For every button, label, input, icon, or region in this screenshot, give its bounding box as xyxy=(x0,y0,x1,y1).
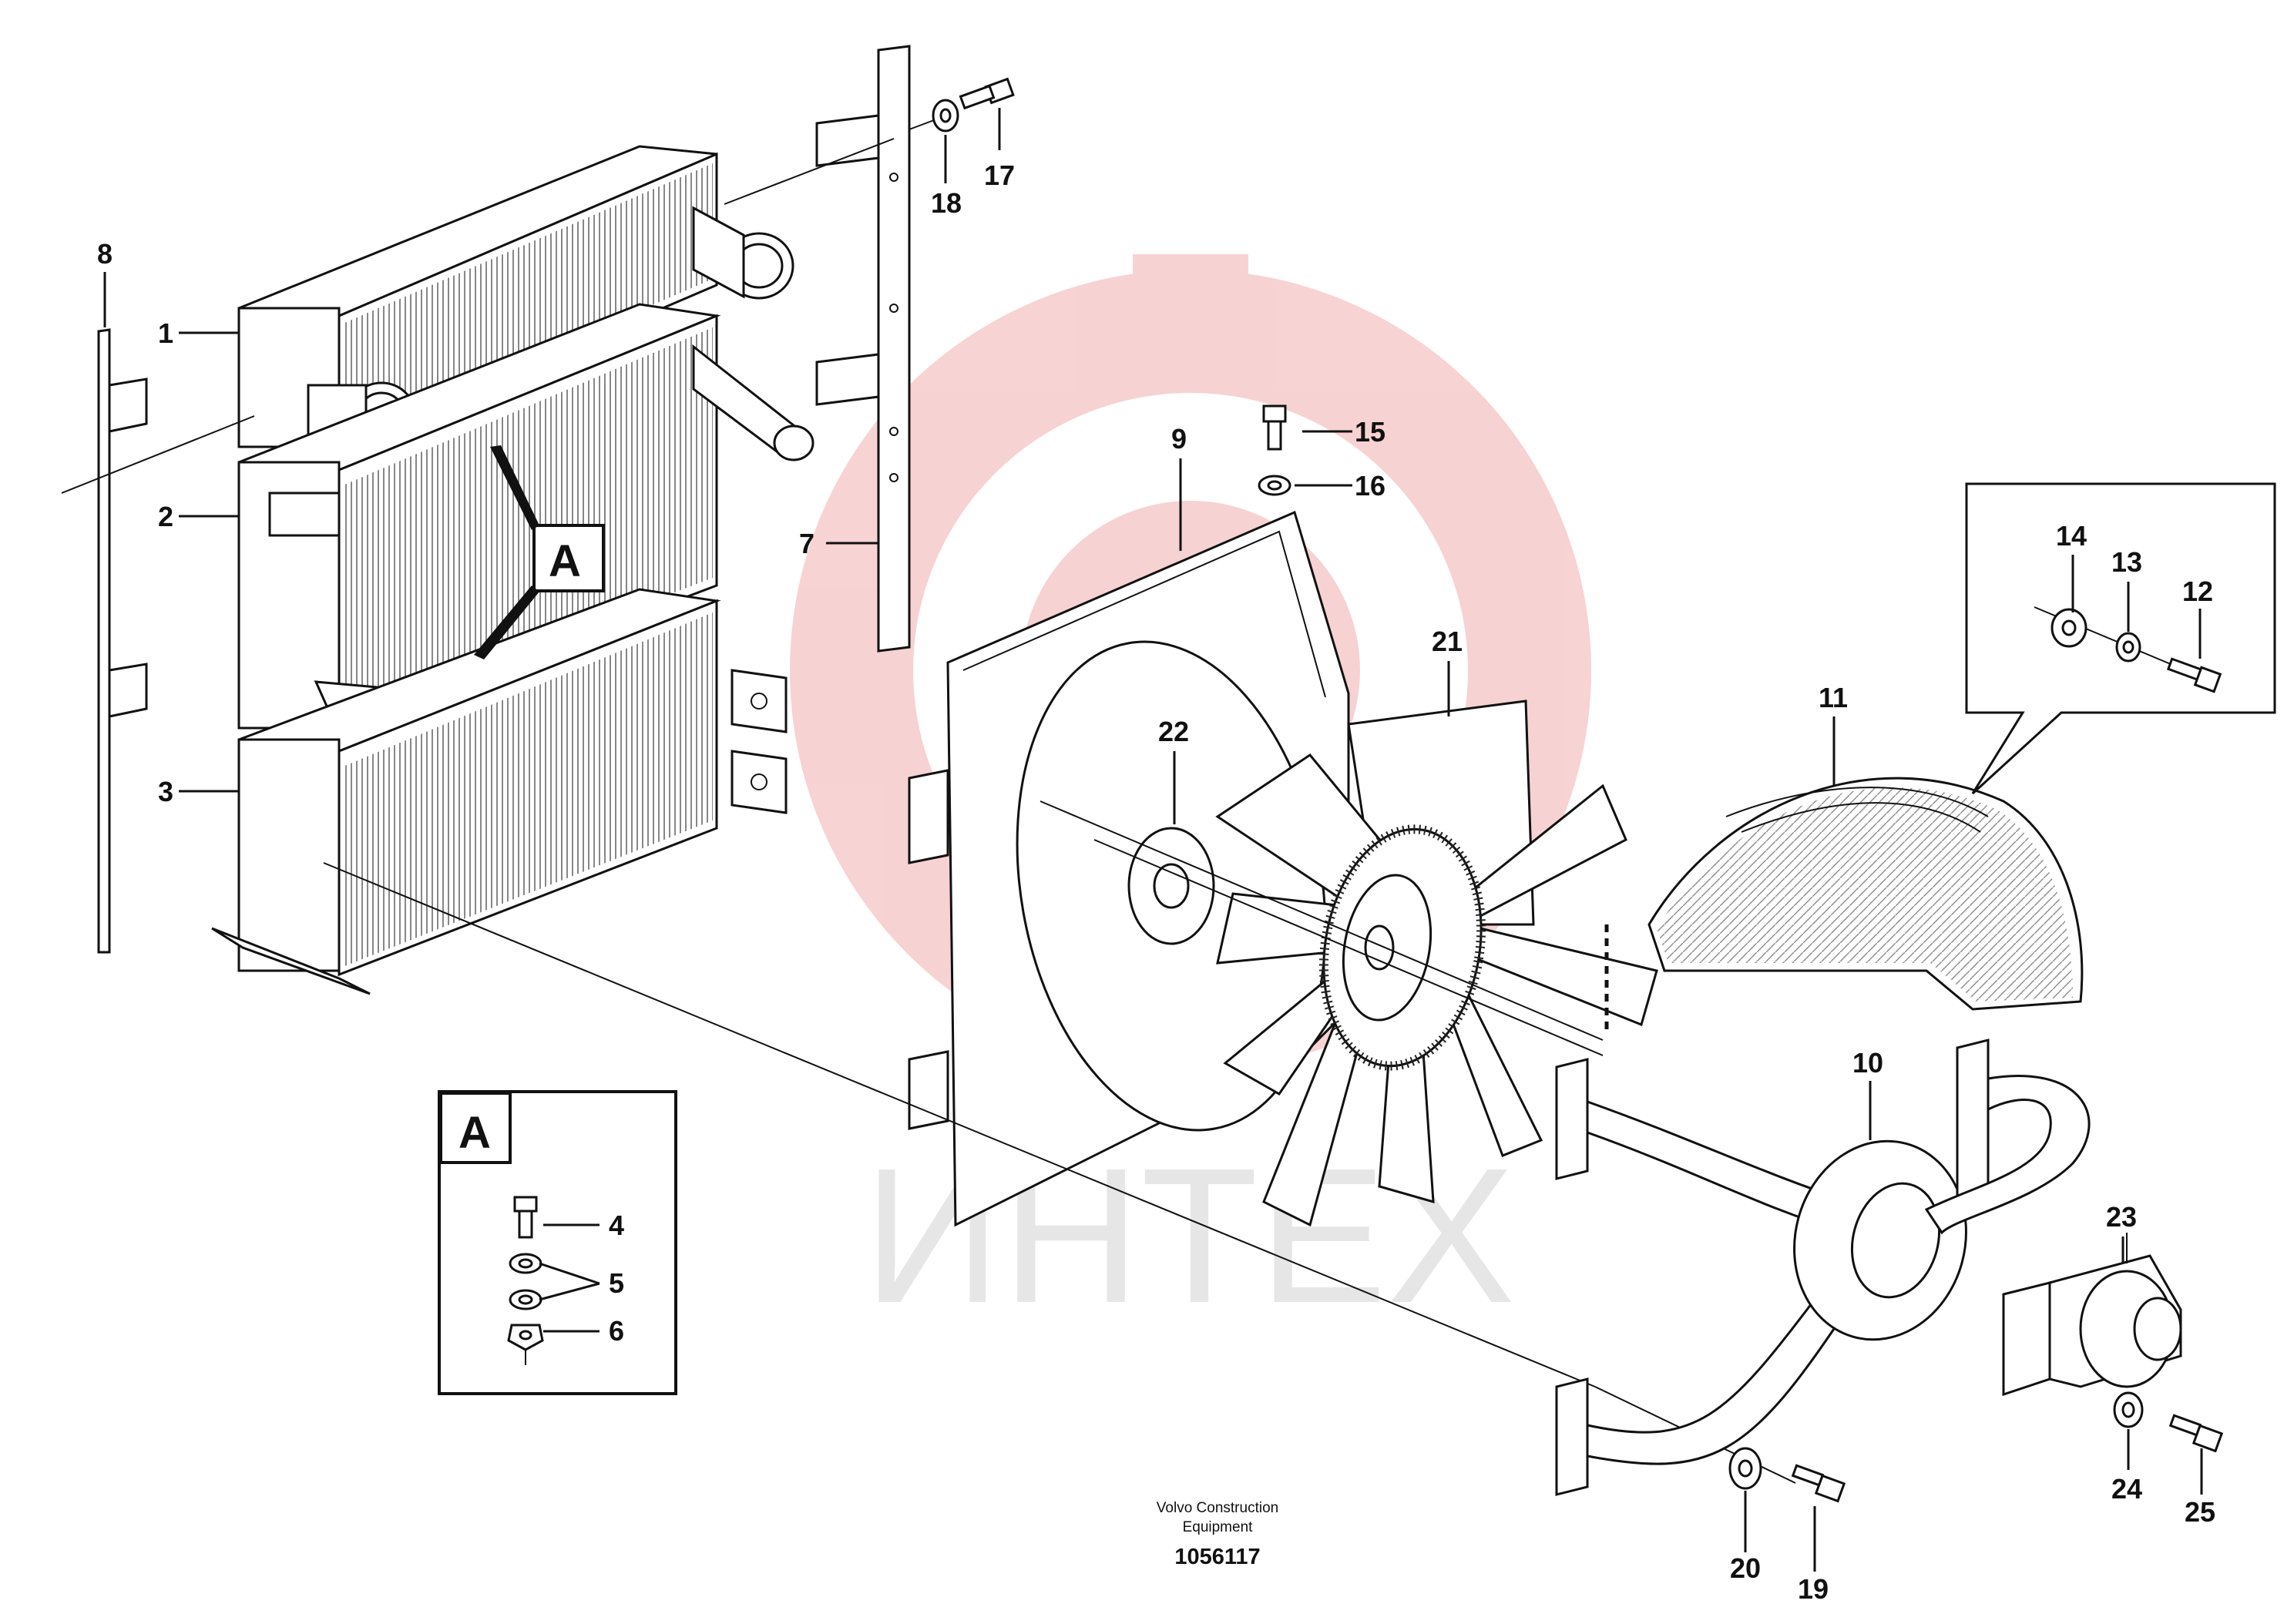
washer-part-18 xyxy=(932,99,959,133)
charge-air-cooler-part-1 xyxy=(237,145,794,449)
callout-8: 8 xyxy=(97,238,113,270)
fan-part-21 xyxy=(1215,700,1658,1227)
callout-13: 13 xyxy=(2111,546,2142,578)
washer-part-20 xyxy=(1728,1447,1762,1490)
callout-3: 3 xyxy=(158,776,173,807)
callout-21: 21 xyxy=(1432,626,1463,657)
callout-22: 22 xyxy=(1158,716,1189,747)
washer-part-24 xyxy=(2113,1391,2144,1428)
callout-7: 7 xyxy=(799,528,814,559)
detail-label: A xyxy=(549,536,581,586)
callout-23: 23 xyxy=(2106,1201,2137,1233)
callout-19: 19 xyxy=(1798,1573,1829,1605)
bolt-part-25 xyxy=(2168,1414,2224,1453)
inset-box-a: A xyxy=(438,1090,677,1395)
callout-4: 4 xyxy=(609,1210,624,1241)
fan-guard-part-11 xyxy=(1647,777,2084,1011)
callout-11: 11 xyxy=(1819,682,1848,713)
callout-9: 9 xyxy=(1171,423,1187,455)
callout-6: 6 xyxy=(609,1315,624,1347)
inset-label: A xyxy=(458,1108,491,1158)
bolt-part-17 xyxy=(959,77,1015,110)
footer-company: Volvo Construction xyxy=(1157,1500,1278,1516)
side-bracket-part-7 xyxy=(815,45,911,653)
footer-company-line2: Equipment xyxy=(1183,1519,1254,1535)
detail-marker-a: A xyxy=(474,445,605,659)
callout-1: 1 xyxy=(158,317,173,349)
callout-10: 10 xyxy=(1852,1047,1883,1079)
side-bracket-part-8 xyxy=(97,328,148,954)
washer-part-16 xyxy=(1258,475,1291,496)
callout-20: 20 xyxy=(1730,1552,1761,1584)
bolt-part-19 xyxy=(1791,1464,1846,1503)
footer-document-id: 1056117 xyxy=(1174,1545,1260,1569)
leader-lines xyxy=(103,108,2203,1572)
callout-14: 14 xyxy=(2056,520,2087,552)
radiator-stack xyxy=(97,145,814,995)
callout-5: 5 xyxy=(609,1267,624,1299)
bolt-part-15 xyxy=(1262,404,1287,451)
motor-bracket-part-10 xyxy=(1555,1038,2091,1496)
callout-24: 24 xyxy=(2111,1473,2142,1505)
callout-2: 2 xyxy=(158,501,173,532)
callout-18: 18 xyxy=(931,187,962,219)
callout-12: 12 xyxy=(2182,575,2213,607)
hydraulic-motor-part-23 xyxy=(2002,1233,2182,1397)
callout-15: 15 xyxy=(1355,416,1385,448)
callout-17: 17 xyxy=(984,159,1015,191)
footer: Volvo Construction Equipment 1056117 xyxy=(1157,1500,1278,1569)
oil-cooler-part-3 xyxy=(211,588,788,995)
callout-25: 25 xyxy=(2185,1496,2215,1528)
fan-hub-part-22 xyxy=(1127,827,1215,945)
callout-16: 16 xyxy=(1355,470,1385,502)
detail-box-fasteners xyxy=(1965,482,2276,795)
callout-labels: 1 2 3 4 5 6 7 8 9 10 11 12 13 14 15 16 1… xyxy=(97,159,2215,1605)
